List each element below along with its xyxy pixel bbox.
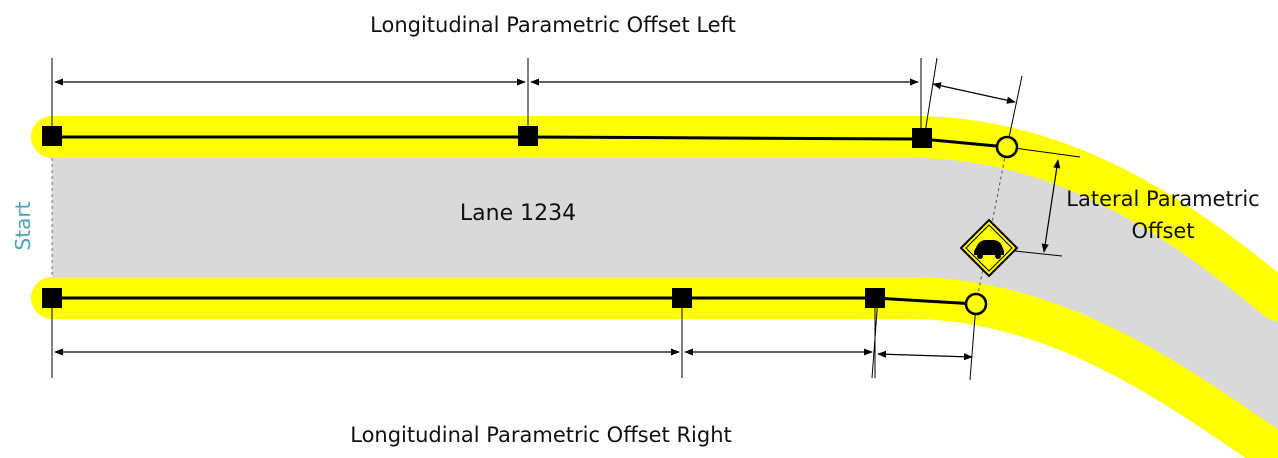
right-node-marker-3 [865, 288, 885, 308]
lateral-ref-line-upper [1006, 146, 1081, 158]
lane-label: Lane 1234 [460, 201, 576, 226]
lateral-offset-label-line1: Lateral Parametric [1066, 187, 1259, 211]
right-ref-line-third-b [871, 297, 879, 379]
lateral-offset-label-line2: Offset [1131, 219, 1194, 243]
car-warning-sign-icon [959, 218, 1019, 278]
left-ref-line-slant-a [923, 57, 938, 140]
left-node-marker-3 [912, 128, 932, 148]
left-lane-border-highlight [31, 116, 1278, 321]
longitudinal-offset-right-label: Longitudinal Parametric Offset Right [350, 423, 732, 447]
right-node-marker-2 [672, 288, 692, 308]
right-ref-line-end [969, 303, 977, 381]
left-boundary-polyline [52, 135, 1008, 149]
left-offset-point-circle [995, 135, 1019, 159]
left-dimension-arrow-3 [932, 82, 1016, 104]
right-dimension-arrow-3 [877, 350, 973, 361]
start-label: Start [11, 201, 35, 250]
left-node-marker-2 [518, 126, 538, 146]
left-ref-line-slant-b [1006, 75, 1023, 148]
right-offset-point-circle [964, 292, 988, 316]
right-boundary-polyline [52, 296, 977, 306]
right-node-marker-1 [42, 288, 62, 308]
left-node-marker-1 [42, 126, 62, 146]
right-lane-border-highlight [31, 277, 1278, 458]
lateral-offset-arrow [1041, 159, 1061, 253]
longitudinal-offset-left-label: Longitudinal Parametric Offset Left [370, 13, 736, 37]
